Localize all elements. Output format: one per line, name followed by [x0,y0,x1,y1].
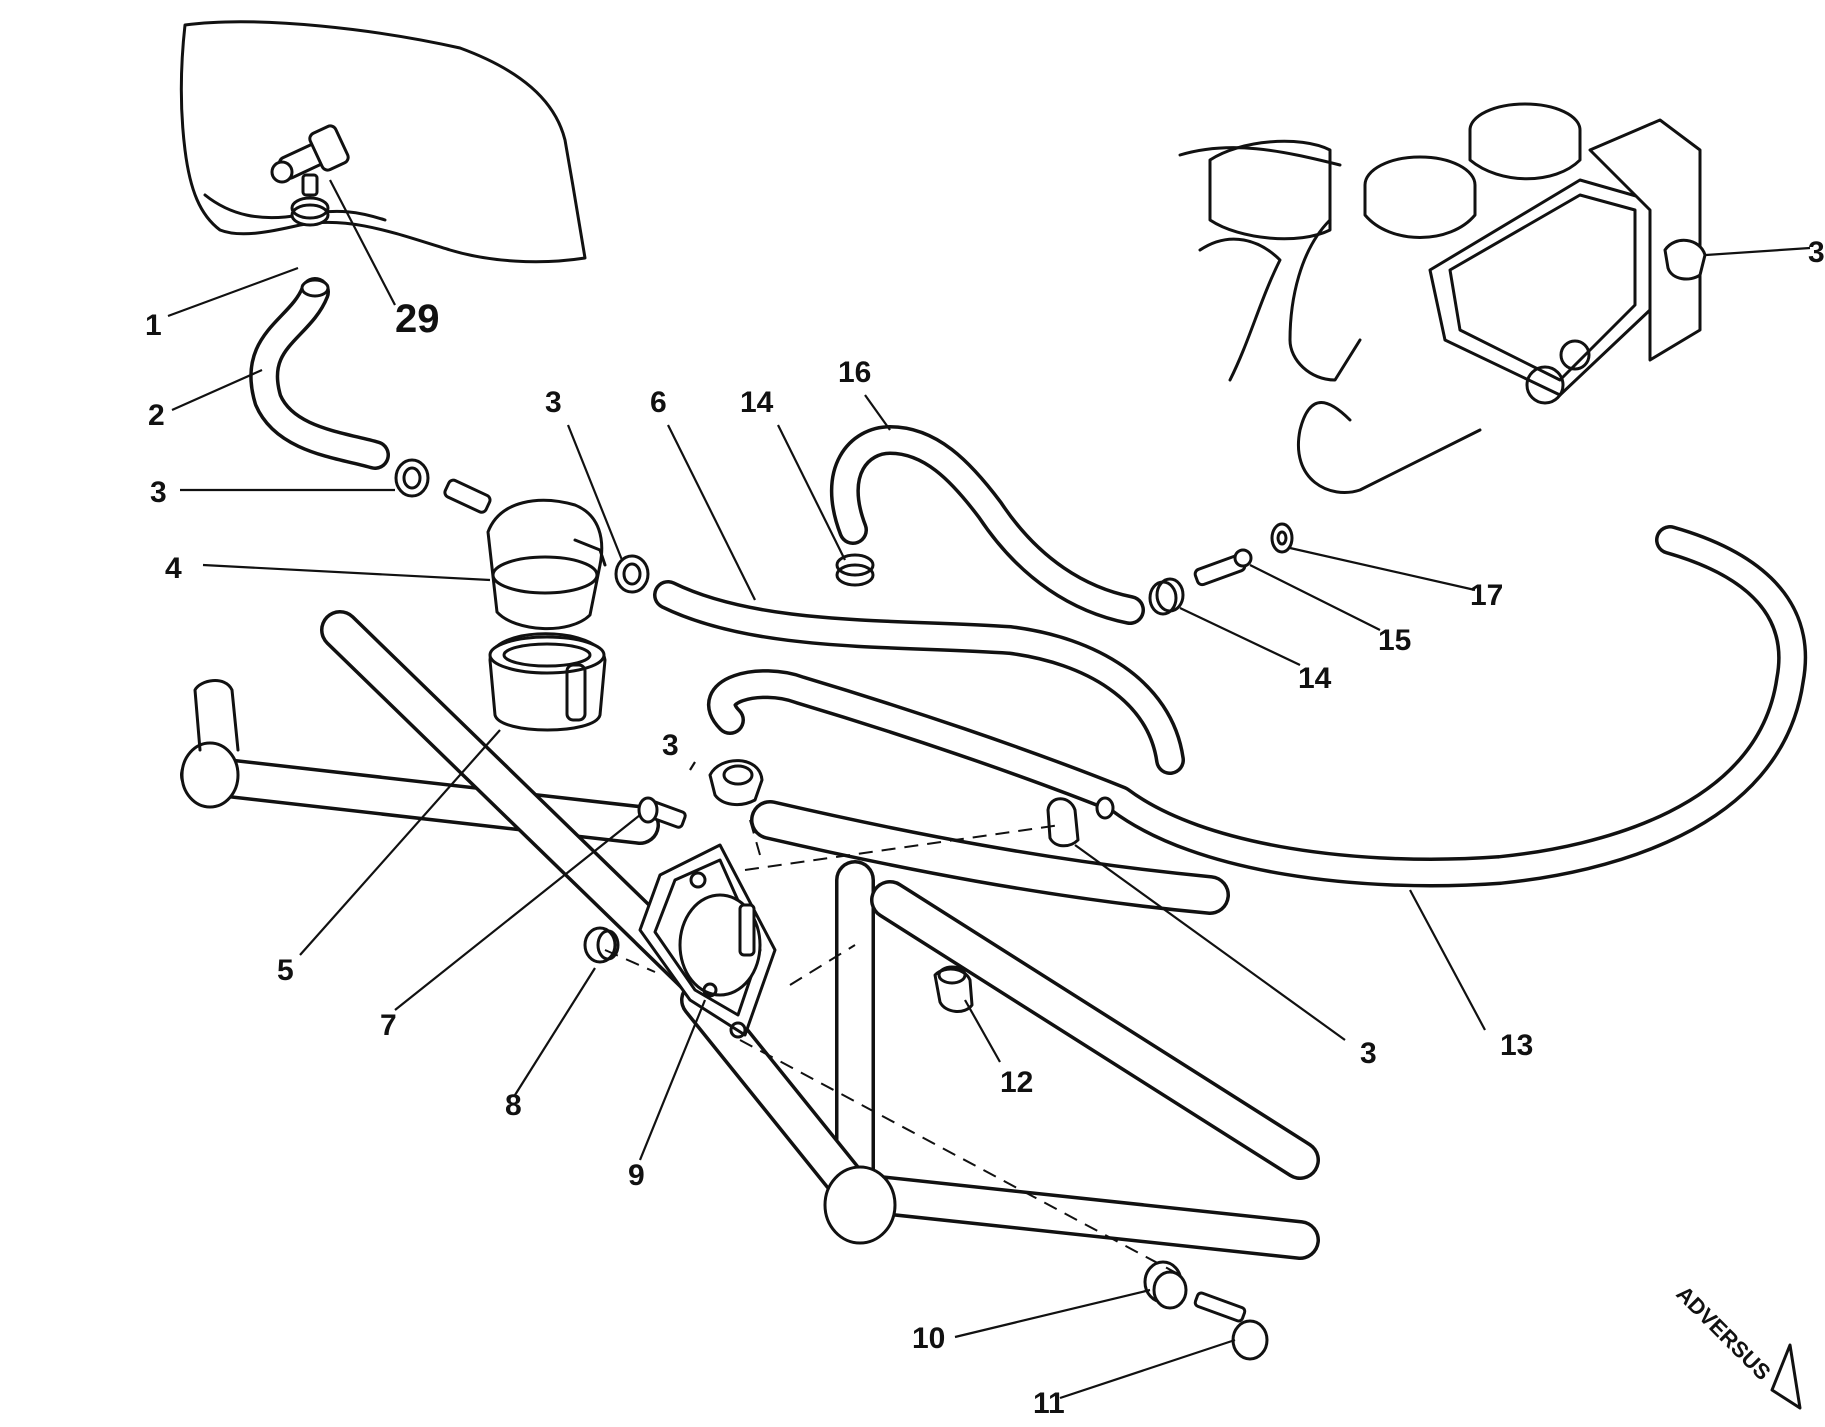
assembly-dashed-lines [604,819,1181,1276]
callout-12: 12 [1000,1066,1033,1099]
brand-logo: ADVERSUS [1671,1281,1802,1410]
callout-5: 5 [277,954,294,987]
hose-6 [653,580,1185,775]
callout-9: 9 [628,1159,645,1192]
spring-clip-top [835,553,875,587]
brand-text: ADVERSUS [1671,1281,1775,1385]
callout-16: 16 [838,356,871,389]
callout-3-carb: 3 [1808,236,1825,269]
hose-clamp-carb [1663,239,1707,281]
screw-7 [637,796,687,829]
spring-clip-right [1148,577,1185,616]
callout-13: 13 [1500,1029,1533,1062]
callout-1: 1 [145,309,162,342]
callout-10: 10 [912,1322,945,1355]
callout-29: 29 [395,297,440,341]
callout-14-top: 14 [740,386,774,419]
bushing-12 [933,965,974,1013]
callout-17: 17 [1470,579,1503,612]
fuel-tank-outline [179,20,587,264]
rubber-grommet-8 [583,926,620,964]
callout-14-right: 14 [1298,662,1332,695]
fuel-filter [443,478,607,631]
fuel-pump [638,843,777,1039]
hose-clamp-filter-right [614,554,650,594]
callout-2: 2 [148,399,165,432]
leader-lines [167,179,1811,1400]
callout-3-hose-left: 3 [150,476,167,509]
callout-7: 7 [380,1009,397,1042]
hose-13 [707,525,1808,888]
hose-clamp-left [394,458,430,498]
rubber-cap-3 [708,759,764,807]
hose-clamp-1 [290,196,330,227]
callout-labels: 1 29 2 3 4 3 6 14 16 3 17 15 14 3 5 7 8 … [145,236,1825,1420]
filter-cup [488,632,607,732]
callout-6: 6 [650,386,667,419]
callout-15: 15 [1378,624,1411,657]
callout-11: 11 [1033,1387,1065,1420]
frame-tubes [180,610,1320,1260]
fuel-tap [270,124,350,197]
hose-2 [249,277,390,470]
callout-8: 8 [505,1089,522,1122]
washer-17 [1270,522,1294,554]
rubber-mount-10 [1143,1260,1188,1310]
callout-4: 4 [165,552,182,585]
hose-16 [829,425,1145,625]
callout-3-pump: 3 [662,729,679,762]
callout-3-filter: 3 [545,386,562,419]
callout-3-clamp: 3 [1360,1037,1377,1070]
carburettor-assembly [1178,102,1702,494]
frame-clamp-3 [1046,796,1115,848]
fitting-15 [1193,548,1253,587]
